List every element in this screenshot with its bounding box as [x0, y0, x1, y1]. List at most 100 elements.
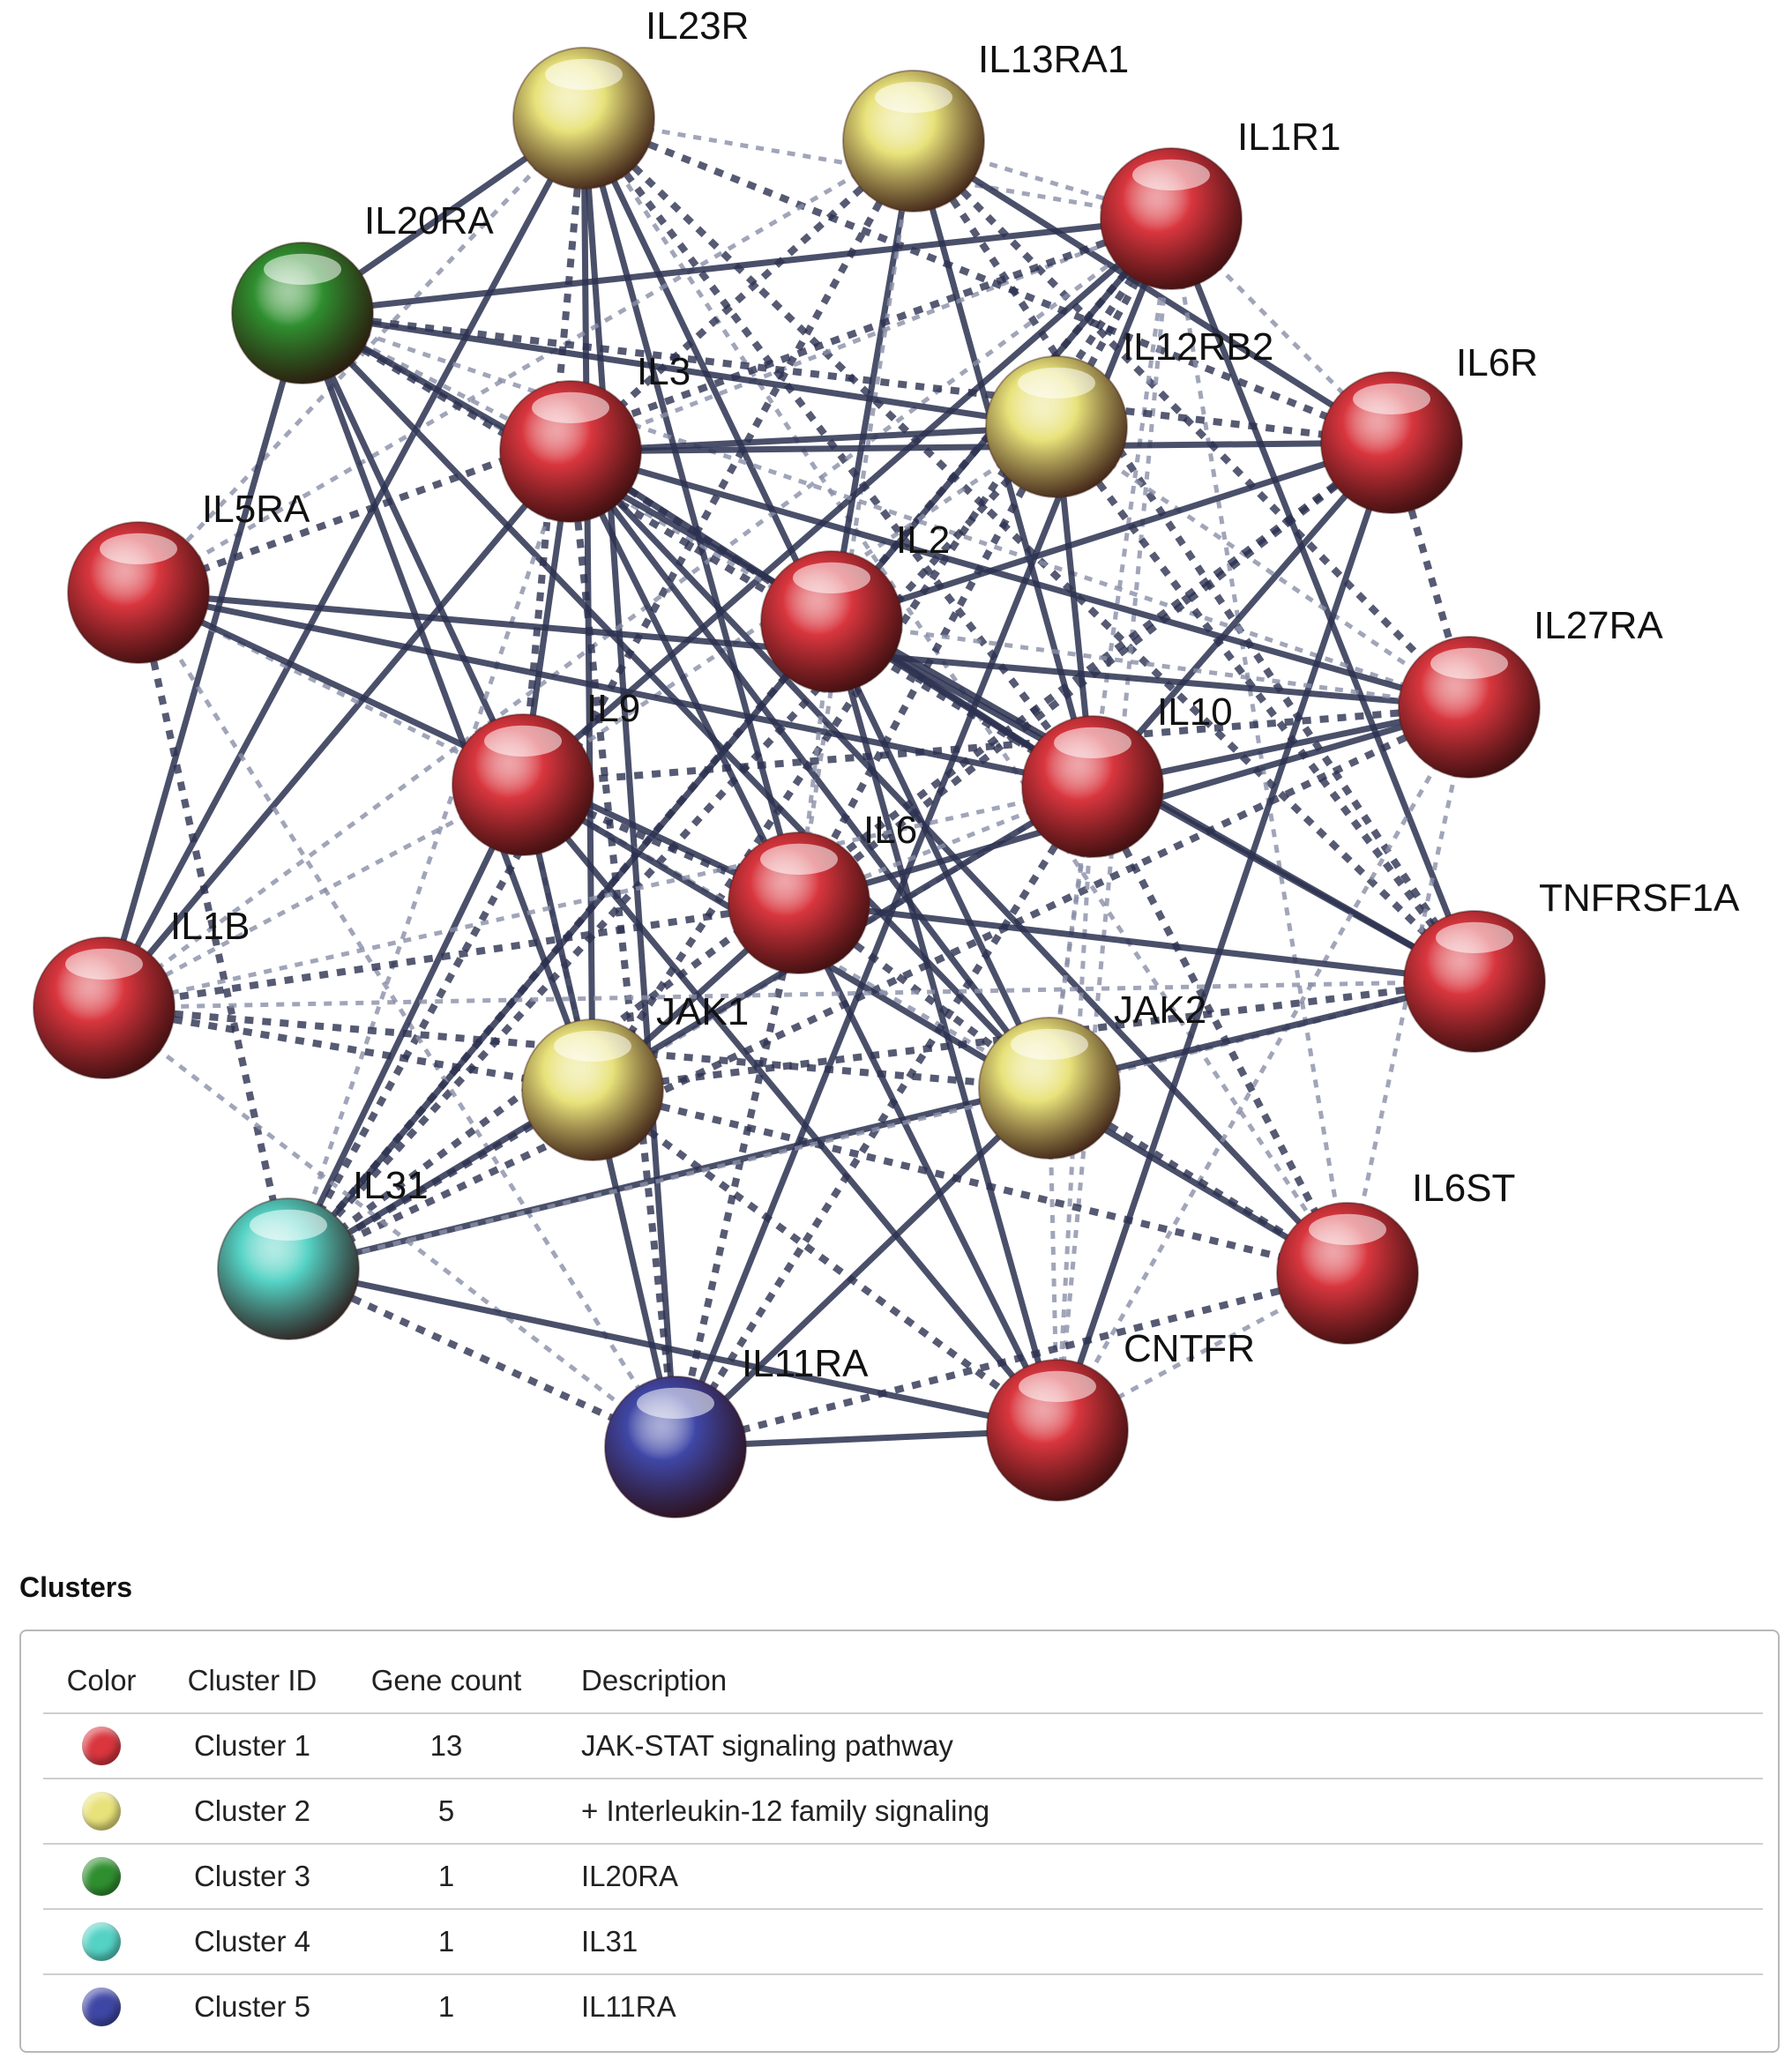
edge-il20ra-il12rb2	[302, 310, 1057, 430]
edge-il9-il31	[285, 783, 526, 1271]
node-highlight	[250, 1209, 327, 1241]
node-il6[interactable]: IL6	[728, 809, 917, 974]
edge-il13ra1-il6r	[912, 138, 1393, 445]
node-highlight	[1018, 367, 1095, 399]
edge-il10-il1b	[103, 784, 1094, 1011]
column-header-description: Description	[581, 1664, 728, 1697]
cluster-description: JAK-STAT signaling pathway	[548, 1712, 1763, 1779]
cluster-description: IL11RA	[548, 1973, 1763, 2039]
column-header-color: Color	[66, 1664, 137, 1697]
node-label: IL1R1	[1237, 116, 1340, 159]
node-shading	[1403, 910, 1546, 1053]
edge-il9-il6st	[521, 781, 1349, 1277]
edge-il20ra-il6r	[302, 310, 1393, 446]
node-highlight	[1309, 1213, 1386, 1245]
edge-il6r-cntfr	[1054, 441, 1395, 1432]
edge-il31-il11ra	[287, 1265, 677, 1451]
node-label: IL23R	[646, 4, 749, 48]
node-il9[interactable]: IL9	[452, 687, 640, 856]
cluster-id: Cluster 2	[160, 1778, 345, 1844]
edge-il23r-il1r1	[583, 116, 1172, 221]
edge-il6-il1b	[103, 899, 800, 1011]
node-jak2[interactable]: JAK2	[978, 988, 1206, 1160]
node-label: IL11RA	[742, 1342, 869, 1385]
cluster-id: Cluster 1	[160, 1712, 345, 1779]
node-il6r[interactable]: IL6R	[1320, 341, 1538, 514]
node-highlight	[100, 533, 177, 565]
clusters-panel: Color Cluster ID Gene count Description …	[19, 1630, 1780, 2053]
node-label: IL6ST	[1412, 1167, 1515, 1210]
cluster-id: Cluster 4	[160, 1908, 345, 1974]
node-label: IL12RB2	[1123, 325, 1273, 369]
node-il12rb2[interactable]: IL12RB2	[985, 325, 1273, 498]
node-shading	[217, 1197, 360, 1340]
node-il11ra[interactable]: IL11RA	[604, 1342, 869, 1518]
edge-il12rb2-il27ra	[1055, 424, 1471, 710]
cluster-gene-count: 13	[345, 1712, 548, 1779]
edge-tnfrsf1a-il1b	[103, 979, 1475, 1011]
node-il6st[interactable]: IL6ST	[1276, 1167, 1515, 1345]
node-il1r1[interactable]: IL1R1	[1100, 116, 1340, 290]
edge-il27ra-il31	[287, 704, 1471, 1272]
clusters-header-row: Color Cluster ID Gene count Description	[43, 1649, 1763, 1713]
node-shading	[842, 70, 985, 213]
node-jak1[interactable]: JAK1	[521, 990, 749, 1161]
cluster-color-swatch	[82, 1988, 121, 2026]
node-label: IL3	[637, 350, 691, 393]
cluster-id: Cluster 5	[160, 1973, 345, 2039]
node-label: IL6	[863, 809, 917, 852]
edge-il23r-il6r	[582, 115, 1393, 446]
node-shading	[604, 1376, 747, 1518]
edge-il6r-il10	[1090, 440, 1394, 789]
cluster-row: Cluster 2 5 + Interleukin-12 family sign…	[43, 1778, 1763, 1844]
node-il5ra[interactable]: IL5RA	[67, 488, 310, 664]
node-highlight	[1054, 727, 1131, 759]
cluster-id: Cluster 3	[160, 1843, 345, 1909]
node-highlight	[484, 725, 562, 757]
column-header-gene-count: Gene count	[370, 1664, 522, 1697]
node-il23r[interactable]: IL23R	[512, 4, 749, 190]
edge-il13ra1-il5ra	[137, 138, 915, 595]
node-highlight	[532, 392, 609, 423]
cluster-gene-count: 1	[345, 1908, 548, 1974]
node-il2[interactable]: IL2	[760, 518, 950, 693]
edge-il1r1-il5ra	[137, 215, 1173, 596]
node-shading	[985, 355, 1128, 498]
edge-il20ra-il10	[300, 310, 1095, 790]
cluster-color-swatch	[82, 1922, 121, 1961]
node-label: TNFRSF1A	[1539, 876, 1740, 920]
node-il3[interactable]: IL3	[499, 350, 691, 523]
clusters-table: Color Cluster ID Gene count Description …	[43, 1649, 1763, 2039]
edge-il10-il6st	[1089, 785, 1351, 1275]
edge-il20ra-il9	[299, 311, 526, 787]
cluster-gene-count: 1	[345, 1973, 548, 2039]
node-highlight	[1430, 647, 1508, 680]
node-label: IL13RA1	[978, 38, 1129, 81]
node-il13ra1[interactable]: IL13RA1	[842, 38, 1129, 213]
node-shading	[1320, 371, 1463, 514]
edge-il23r-il6	[580, 117, 803, 904]
node-il31[interactable]: IL31	[217, 1164, 429, 1340]
edge-il12rb2-il3	[570, 423, 1057, 455]
node-highlight	[637, 1387, 714, 1419]
node-il20ra[interactable]: IL20RA	[231, 199, 494, 384]
cluster-gene-count: 1	[345, 1843, 548, 1909]
node-il10[interactable]: IL10	[1021, 690, 1233, 858]
node-label: IL9	[586, 687, 640, 730]
node-il27ra[interactable]: IL27RA	[1398, 604, 1663, 779]
node-highlight	[1353, 383, 1430, 414]
node-cntfr[interactable]: CNTFR	[986, 1327, 1255, 1502]
node-tnfrsf1a[interactable]: TNFRSF1A	[1403, 876, 1740, 1053]
edge-il6-tnfrsf1a	[798, 899, 1475, 985]
node-label: IL10	[1157, 690, 1233, 734]
edge-il6r-il2	[830, 439, 1393, 625]
node-shading	[1276, 1202, 1419, 1345]
edge-il23r-il9	[519, 117, 587, 786]
node-shading	[760, 550, 903, 693]
edge-il23r-il1b	[101, 116, 587, 1010]
node-highlight	[1011, 1028, 1088, 1060]
edge-il20ra-il1b	[101, 312, 306, 1009]
node-il1b[interactable]: IL1B	[33, 905, 250, 1079]
column-header-cluster-id: Cluster ID	[187, 1664, 317, 1697]
